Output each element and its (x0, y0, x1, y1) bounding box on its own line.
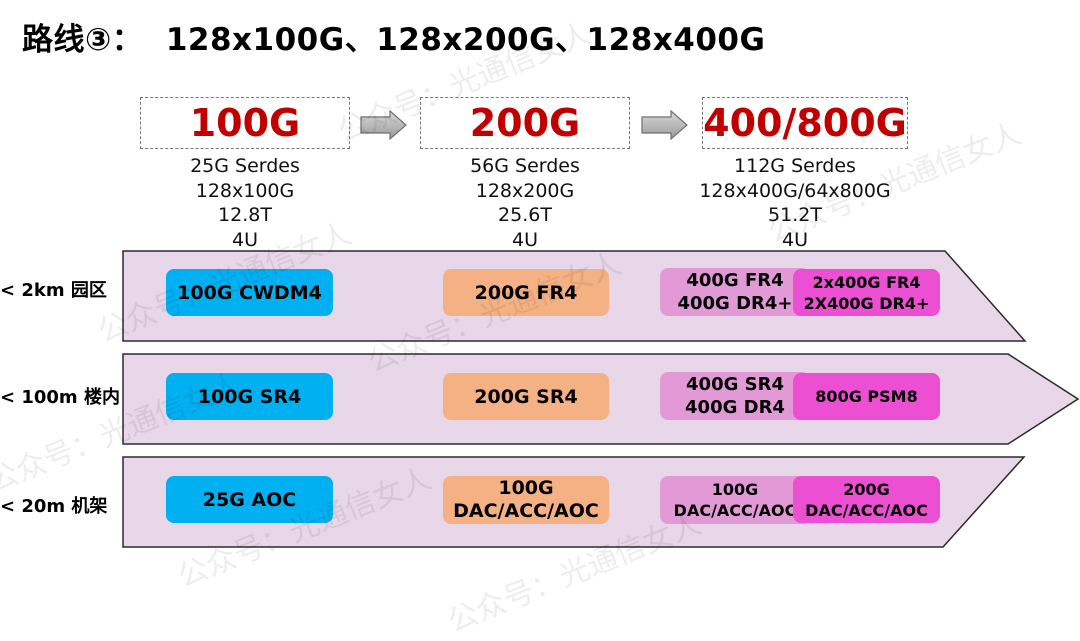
module-label: 400G DR4+ (677, 293, 793, 314)
module-label: 100G (711, 480, 759, 499)
module-label: 2x400G FR4 (812, 272, 921, 292)
capacity-text: 12.8T (218, 204, 272, 226)
generation-400-800g-info: 112G Serdes 128x400G/64x800G 51.2T 4U (675, 154, 915, 252)
module-200g-sr4: 200G SR4 (443, 373, 609, 420)
generation-200g-info: 56G Serdes 128x200G 25.6T 4U (405, 154, 645, 252)
module-label: 2X400G DR4+ (803, 293, 930, 313)
port-config-text: 128x400G/64x800G (699, 179, 891, 202)
serdes-text: 25G Serdes (190, 155, 300, 177)
generation-200g-box: 200G (420, 97, 630, 149)
rack-units-text: 4U (232, 228, 258, 251)
generation-100g-label: 100G (189, 101, 301, 145)
rack-units-text: 4U (782, 228, 808, 251)
capacity-text: 51.2T (768, 204, 822, 226)
row-label-2km: < 2km 园区 (0, 280, 107, 301)
module-label: 200G SR4 (474, 385, 578, 408)
rack-units-text: 4U (512, 228, 538, 251)
module-400g-sr4-dr4: 400G SR4 400G DR4 (660, 372, 810, 420)
module-100g-dac-acc-aoc-400: 100G DAC/ACC/AOC (660, 476, 810, 524)
right-arrow-icon (360, 110, 407, 140)
module-label: 800G PSM8 (815, 387, 918, 406)
port-config-text: 128x100G (195, 179, 295, 202)
module-label: 400G FR4 (686, 270, 784, 291)
row-label-100m: < 100m 楼内 (0, 387, 120, 408)
module-label: DAC/ACC/AOC (673, 501, 797, 520)
serdes-text: 112G Serdes (734, 155, 856, 177)
port-config-text: 128x200G (475, 179, 575, 202)
module-label: 100G CWDM4 (177, 281, 322, 304)
row-label-20m: < 20m 机架 (0, 496, 108, 517)
page-title: 路线③： 128x100G、128x200G、128x400G (22, 22, 766, 58)
module-800g-psm8: 800G PSM8 (793, 373, 940, 420)
module-100g-sr4: 100G SR4 (166, 373, 333, 420)
right-arrow-icon (641, 110, 688, 140)
module-label: 400G DR4 (685, 397, 785, 418)
generation-100g-info: 25G Serdes 128x100G 12.8T 4U (125, 154, 365, 252)
module-label: 100G (498, 477, 554, 499)
serdes-text: 56G Serdes (470, 155, 580, 177)
module-400g-fr4-dr4plus: 400G FR4 400G DR4+ (660, 268, 810, 316)
module-label: 200G FR4 (474, 281, 578, 304)
module-100g-dac-acc-aoc: 100G DAC/ACC/AOC (443, 476, 609, 524)
generation-200g-label: 200G (469, 101, 581, 145)
generation-400-800g-label: 400/800G (703, 101, 907, 145)
generation-400-800g-box: 400/800G (702, 97, 908, 149)
capacity-text: 25.6T (498, 204, 552, 226)
module-label: 400G SR4 (686, 374, 784, 395)
generation-100g-box: 100G (140, 97, 350, 149)
module-200g-dac-acc-aoc: 200G DAC/ACC/AOC (793, 476, 940, 523)
module-200g-fr4: 200G FR4 (443, 269, 609, 316)
module-label: DAC/ACC/AOC (453, 500, 599, 522)
module-label: 100G SR4 (197, 385, 302, 408)
module-label: 200G (843, 479, 890, 499)
module-label: 25G AOC (202, 488, 297, 511)
module-100g-cwdm4: 100G CWDM4 (166, 269, 333, 316)
module-label: DAC/ACC/AOC (805, 500, 928, 520)
module-2x400g-fr4-dr4plus: 2x400G FR4 2X400G DR4+ (793, 269, 940, 316)
module-25g-aoc: 25G AOC (166, 476, 333, 523)
